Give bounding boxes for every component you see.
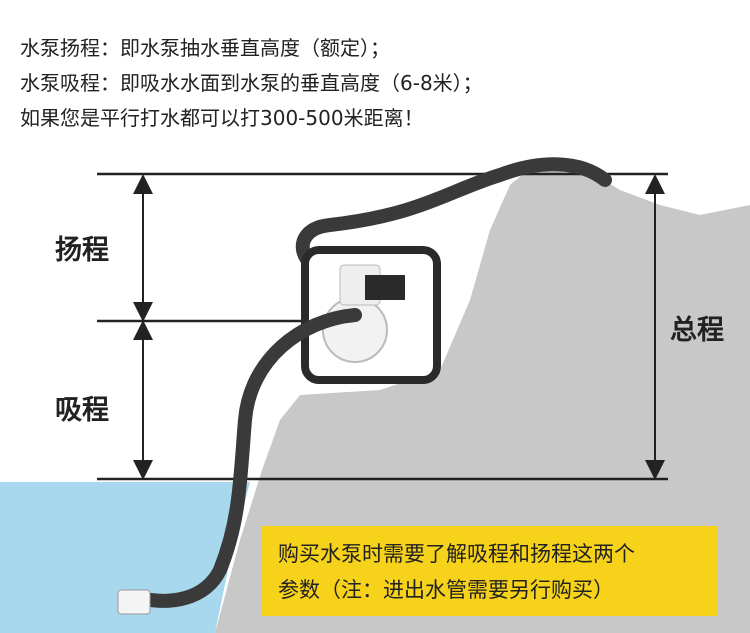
suction-hose xyxy=(133,308,362,608)
purchase-note: 购买水泵时需要了解吸程和扬程这两个 参数（注：进出水管需要另行购买） xyxy=(262,526,718,616)
intro-line-distance: 如果您是平行打水都可以打300-500米距离！ xyxy=(20,106,424,130)
pump-body xyxy=(322,297,388,363)
note-line-1: 购买水泵时需要了解吸程和扬程这两个 xyxy=(278,542,635,566)
pump-outlet xyxy=(365,275,405,300)
total-label: 总程 xyxy=(670,315,724,346)
foot-valve xyxy=(117,589,151,615)
hill xyxy=(215,160,750,633)
note-line-2: 参数（注：进出水管需要另行购买） xyxy=(278,578,614,602)
suction-label: 吸程 xyxy=(55,395,109,426)
intro-line-suction: 水泵吸程：即吸水水面到水泵的垂直高度（6-8米）； xyxy=(20,71,483,95)
head-label: 扬程 xyxy=(55,235,109,266)
intro-line-head: 水泵扬程：即水泵抽水垂直高度（额定）； xyxy=(20,36,390,60)
